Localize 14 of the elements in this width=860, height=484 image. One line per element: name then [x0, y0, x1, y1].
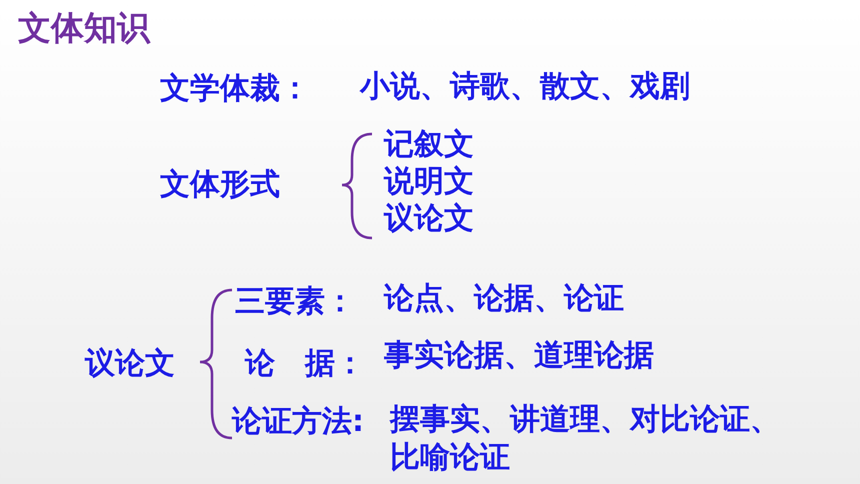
- text: 论点、论据、论证: [384, 280, 624, 318]
- field-label: 三要素：: [235, 283, 355, 321]
- text: 事实论据、道理论据: [384, 337, 654, 375]
- category-label: 议论文: [85, 345, 175, 383]
- text: 摆事实、讲道理、对比论证、比喻论证: [390, 401, 781, 477]
- field-label: 论 据：: [245, 345, 365, 383]
- title: 文体知识: [18, 7, 150, 49]
- text: 小说、诗歌、散文、戏剧: [360, 68, 690, 106]
- list-item: 议论文: [384, 200, 474, 238]
- category-label: 文学体裁：: [160, 70, 310, 108]
- list-item: 记叙文: [384, 126, 474, 164]
- list-item: 说明文: [384, 163, 474, 201]
- field-label: 论证方法:: [232, 403, 364, 441]
- category-label: 文体形式: [160, 166, 280, 204]
